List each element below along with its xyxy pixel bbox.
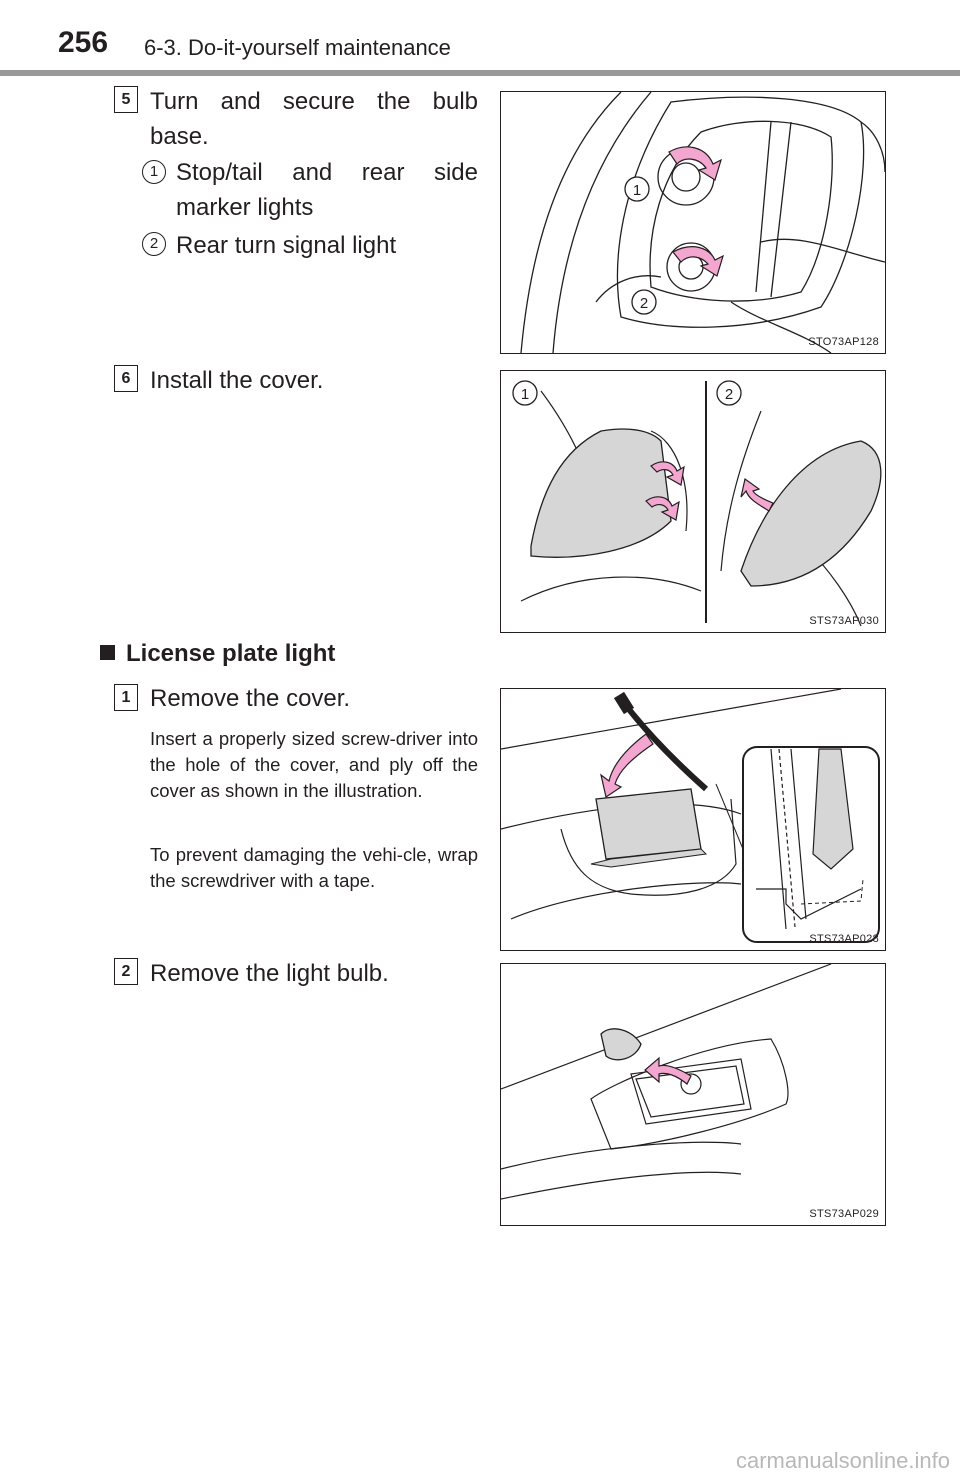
step-2-text: Remove the light bulb. [150, 960, 389, 987]
callout-2-icon: 2 [631, 289, 657, 315]
step-5-item-2-text: Rear turn signal light [176, 232, 397, 259]
step-1-note-1: Insert a properly sized screw-driver int… [150, 728, 478, 801]
remove-cover-illustration [501, 689, 880, 943]
arrow-icon [644, 1056, 692, 1085]
install-cover-illustration: 1 2 [512, 380, 882, 627]
step-number-1: 1 [114, 684, 138, 711]
page-header: 256 6-3. Do-it-yourself maintenance [0, 0, 960, 76]
step-5-text: Turn and secure the bulb base. [150, 88, 478, 150]
step-5-item-1-text: Stop/tail and rear side marker lights [176, 159, 478, 221]
step-1-note-2: To prevent damaging the vehi-cle, wrap t… [150, 844, 478, 891]
step-number-5: 5 [114, 86, 138, 113]
figure-code: STO73AP128 [808, 336, 879, 348]
section-title: 6-3. Do-it-yourself maintenance [144, 35, 451, 60]
figure-remove-cover: STS73AP028 [500, 688, 886, 951]
step-6-text: Install the cover. [150, 367, 324, 394]
item-marker-1: 1 [142, 160, 166, 184]
license-cover [595, 788, 702, 860]
callout-1-label: 1 [633, 182, 641, 199]
callout-2-icon: 2 [716, 380, 742, 406]
callout-1-icon: 1 [624, 176, 650, 202]
arrow-icon [600, 733, 654, 798]
callout-1-icon: 1 [512, 380, 538, 406]
callout-1-label: 1 [521, 386, 529, 403]
figure-code: STS73AP028 [809, 933, 879, 945]
callout-2-label: 2 [640, 295, 648, 312]
figure-code: STS73AP029 [809, 1208, 879, 1220]
cover-right [740, 440, 882, 587]
square-bullet-icon [100, 645, 115, 660]
step-number-6: 6 [114, 365, 138, 392]
remove-bulb-illustration [501, 964, 832, 1200]
watermark: carmanualsonline.info [735, 1448, 950, 1473]
step-number-2: 2 [114, 958, 138, 985]
figure-remove-bulb: STS73AP029 [500, 963, 886, 1226]
callout-2-label: 2 [725, 386, 733, 403]
arrow-icon [668, 146, 724, 277]
item-marker-2: 2 [142, 232, 166, 256]
figure-install-cover: 1 2 STS73AP030 [500, 370, 886, 633]
header-rule [0, 70, 960, 76]
cover-left [530, 428, 672, 558]
license-plate-heading-text: License plate light [126, 640, 336, 667]
detail-inset [742, 746, 880, 943]
arrow-icon [645, 461, 774, 521]
removed-cover [600, 1028, 642, 1061]
bulb-base-illustration: 1 2 [520, 92, 885, 353]
license-plate-heading: License plate light [100, 640, 335, 668]
figure-code: STS73AP030 [809, 615, 879, 627]
screwdriver-tip-icon [812, 748, 854, 870]
figure-bulb-base: 1 2 STO73AP128 [500, 91, 886, 354]
step-1-text: Remove the cover. [150, 685, 351, 712]
page-number: 256 [58, 26, 109, 59]
